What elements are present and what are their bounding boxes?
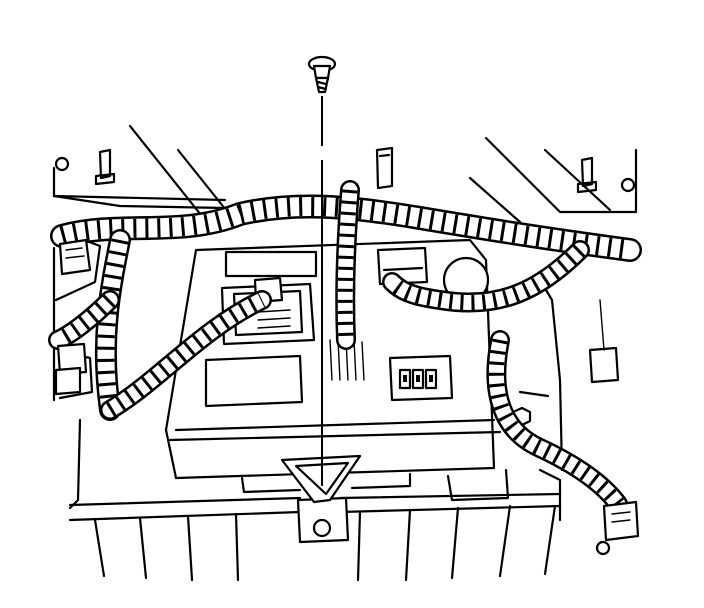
stud-icon — [94, 148, 116, 186]
corrugated-conduit-icon — [100, 290, 272, 420]
wiring-harness — [48, 180, 642, 514]
electrical-connector-icon — [602, 500, 640, 542]
electrical-connector-icon — [588, 299, 620, 384]
mounting-bracket — [68, 454, 562, 582]
corrugated-conduit-icon — [335, 180, 360, 350]
mounting-hole — [620, 177, 636, 193]
electrical-connector-icon — [54, 342, 88, 396]
stud-icon — [375, 146, 394, 190]
corrugated-conduit-icon — [486, 330, 628, 514]
stud-icon — [576, 156, 598, 194]
corrugated-conduit-icon — [50, 194, 642, 262]
control-module — [164, 238, 502, 480]
mounting-hole — [54, 156, 70, 172]
electrical-connector-icon — [388, 354, 454, 402]
harness-connectors — [54, 238, 640, 542]
corrugated-conduit-icon — [48, 290, 120, 350]
corrugated-conduit-icon — [382, 240, 590, 313]
electrical-connector-icon — [58, 238, 92, 276]
fastener — [307, 55, 337, 486]
mounting-hole — [595, 540, 611, 556]
push-pin-retainer-icon — [307, 55, 337, 94]
corrugated-conduit-icon — [94, 229, 131, 421]
